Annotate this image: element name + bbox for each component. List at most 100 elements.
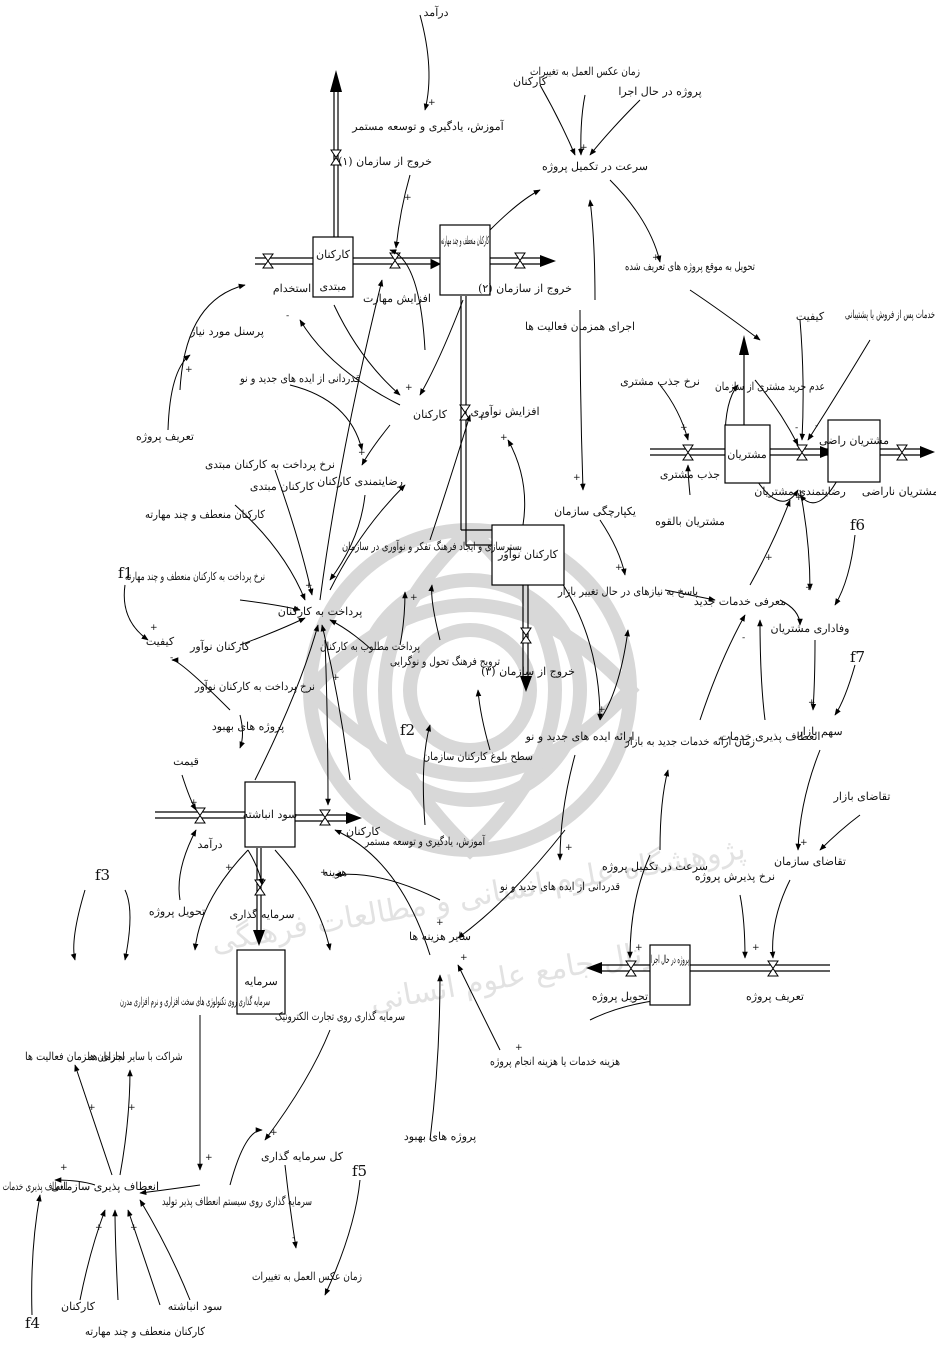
polarity-plus: + [752,943,760,953]
polarity-plus: + [150,623,158,633]
label-attraction: جذب مشتری [660,468,720,481]
label-innov-shadow: کارکنان نوآور [189,640,251,653]
polarity-plus: + [358,448,366,458]
polarity-plus: + [805,583,813,593]
label-running-shadow: پروژه در حال اجرا [618,85,701,98]
flow-valves [194,149,908,977]
label-novice-pay-rate: نرخ پرداخت به کارکنان مبتدی [205,458,335,471]
label-speed-shadow: سرعت در تکمیل پروژه [602,860,708,873]
polarity-plus: + [598,705,606,715]
label-staff: کارکنان [413,408,448,421]
stock-profit: سود انباشته [243,781,297,848]
label-investment: سرمایه گذاری [230,908,295,921]
label-service-flex-shadow: انعطاف پذیری خدمات [720,730,821,743]
polarity-plus: + [130,1223,138,1233]
stock-projects-label: پروژه در حال اجرا [651,953,689,966]
label-training: آموزش، یادگیری و توسعه مستمر [351,120,504,133]
label-staff-shadow: کارکنان [346,825,381,838]
factor-f3: f3 [95,866,110,884]
polarity-minus: - [742,633,745,643]
label-exit2: خروج از سازمان (۲) [478,282,572,295]
polarity-plus: + [205,1153,213,1163]
stock-customers: مشتریان [724,424,771,484]
label-quality-shadow: کیفیت [796,310,825,323]
stock-customers-label: مشتریان [727,448,767,461]
label-ideas-power: قدردانی از ایده های جدید و نو [239,372,360,385]
label-integration: یکپارچگی سازمان [554,505,636,518]
label-pay-to-staff: پرداخت به کارکنان [278,605,363,618]
label-innov-culture: ترویج فرهنگ تحول و نوگرایی [390,655,500,668]
label-project-def-shadow: تعریف پروژه [136,430,194,443]
label-delivery-on-time: تحویل به موقع پروژه های تعریف شده [625,260,755,273]
factor-labels: f1 f2 f3 f4 f5 f6 f7 [25,516,865,1332]
polarity-minus: - [795,423,798,433]
label-flexible-shadow: کارکنان منعطف و چند مهارته [145,508,266,521]
label-culture-building: بسترسازی و ایجاد فرهنگ تفکر و نوآوری در … [342,540,522,553]
polarity-plus: + [573,473,581,483]
label-reaction-time: زمان عکس العمل به تغییرات [252,1270,362,1283]
polarity-plus: + [320,868,328,878]
factor-f2: f2 [400,721,415,739]
label-project-delivery: تحویل پروژه [592,990,648,1003]
stock-satisfied: مشتریان راضی [819,419,889,483]
polarity-plus: + [410,593,418,603]
label-after-sales: خدمات پس از فروش یا پشتیبانی [845,308,935,321]
polarity-minus: - [170,653,173,663]
polarity-plus: + [225,863,233,873]
label-training-shadow: آموزش، یادگیری و توسعه مستمر [364,835,486,848]
factor-f4: f4 [25,1314,40,1332]
label-ideas-power2: قدردانی از ایده های جدید و نو [499,880,620,893]
stock-satisfied-label: مشتریان راضی [819,434,889,447]
polarity-plus: + [478,413,486,423]
label-attract-rate: نرخ جذب مشتری [620,375,700,388]
stock-flexible: کارکنان منعطف و چند مهارته [439,224,491,296]
label-ideas-present: ارائه ایده های جدید و نو [525,730,635,743]
polarity-plus: + [88,1103,96,1113]
polarity-plus: + [305,581,313,591]
label-quality: کیفیت [146,635,175,648]
stock-novice-label-2: مبتدی [320,280,347,293]
stock-flexible-label: کارکنان منعطف و چند مهارته [441,234,489,247]
factor-f7: f7 [850,648,865,666]
label-staff-shadow3: کارکنان [513,75,548,88]
stock-capital-label: سرمایه [244,975,278,988]
polarity-plus: + [765,553,773,563]
label-income-shadow: درآمد [424,6,449,19]
watermark-line2: پرتال جامع علوم انسانی [367,932,669,1019]
polarity-plus: + [405,383,413,393]
polarity-plus: + [95,1223,103,1233]
label-responsiveness: پاسخ به نیازهای در حال تغییر بازار [557,585,698,598]
label-ecommerce-invest: سرمایه گذاری روی تجارت الکترونیک [275,1010,405,1023]
label-service-cost: هزینه خدمات یا هزینه انجام پروژه [490,1055,620,1068]
label-exit1: خروج از سازمان (۱) [338,155,432,168]
label-novice-shadow: کارکنان مبتدی [250,480,315,493]
label-cust-satisfaction: رضایتمندی مشتریان [754,485,846,498]
label-improv-shadow: پروژه های بهبود [404,1130,476,1143]
label-hiring: استخدام [273,282,311,295]
label-flex-pay-rate: نرخ پرداخت به کارکنان منعطف و چند مهارته [125,570,265,583]
label-completion-speed: سرعت در تکمیل پروژه [542,160,648,173]
polarity-plus: + [565,843,573,853]
stock-projects: پروژه در حال اجرا [649,944,691,1006]
label-exit3: خروج از سازمان (۳) [481,665,575,678]
label-price: قیمت [173,755,199,768]
polarity-plus: + [436,918,444,928]
polarity-minus: - [292,1233,295,1243]
label-market-demand: تقاضای بازار [833,790,891,803]
label-cooperation: اجرای همزمان فعالیت ها [25,1050,125,1063]
polarity-plus: + [270,1128,278,1138]
label-staff-maturity: سطح بلوغ کارکنان سازمان [423,750,533,763]
label-new-services: معرفی خدمات جدید [694,595,786,608]
label-total-invest: کل سرمایه گذاری [261,1150,344,1163]
polarity-plus: + [60,1163,68,1173]
stock-novice: کارکنان مبتدی [312,236,354,298]
polarity-plus: + [808,698,816,708]
label-unsatisfied: مشتریان ناراضی [862,485,936,498]
polarity-plus: + [680,423,688,433]
factor-f5: f5 [352,1162,367,1180]
polarity-plus: + [292,605,300,615]
label-org-flex: انعطاف پذیری سازمانی [51,1180,159,1193]
label-flex-shadow2: کارکنان منعطف و چند مهارته [85,1325,206,1338]
factor-f6: f6 [850,516,865,534]
polarity-plus: + [500,433,508,443]
